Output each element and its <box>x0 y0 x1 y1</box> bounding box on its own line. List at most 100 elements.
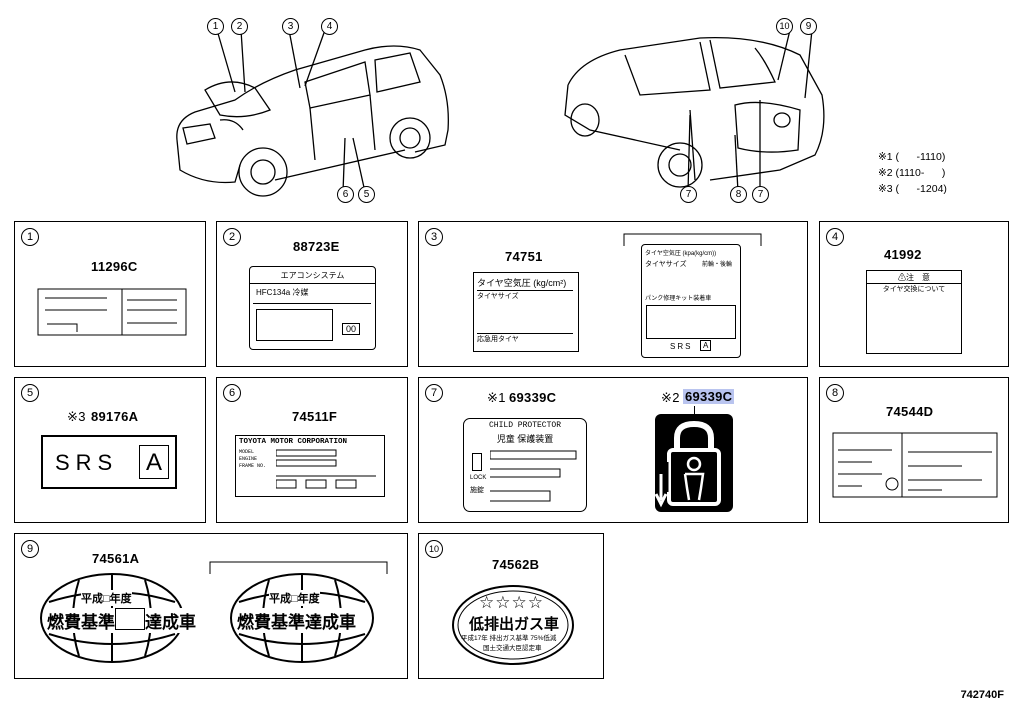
part-number: 11296C <box>91 259 138 274</box>
cp-icon-box <box>472 453 482 471</box>
panel-number: 10 <box>425 540 443 558</box>
callout-9: 9 <box>800 18 817 35</box>
part-number: 89176A <box>91 409 139 424</box>
cp-lines <box>490 450 577 502</box>
note-2: ※2 (1110- ) <box>878 167 946 179</box>
cp-lock-jp: 施錠 <box>470 487 484 494</box>
panel-5: 5 ※3 89176A SRS A <box>14 377 206 523</box>
oval-1-year: 平成□年度 <box>81 590 132 606</box>
front-car-illustration <box>176 29 449 197</box>
label-bracket <box>209 561 388 574</box>
tire-label-title: タイヤ空気圧 (kg/cm²) <box>477 278 567 288</box>
label-box-text: 00 <box>342 323 361 335</box>
panel-2: 2 88723E エアコンシステム HFC134a 冷媒 00 <box>216 221 408 367</box>
tire-label-2-row2: パンク修理キット装着車 <box>645 296 712 302</box>
panel-4: 4 41992 ⚠注 意 タイヤ交換について <box>819 221 1009 367</box>
part-number: 74562B <box>492 557 540 572</box>
panel-number: 8 <box>826 384 844 402</box>
part-number-2: 69339C <box>683 389 735 404</box>
panel-10: 10 74562B ☆☆☆☆ 低排出ガス車 平成17年 排出ガス基準 75%低減… <box>418 533 604 679</box>
emission-sub2: 国土交通大臣認定車 <box>483 645 542 652</box>
tire-label-2-bracket <box>623 233 762 246</box>
label-drawing <box>832 432 998 498</box>
srs-a: A <box>139 445 169 479</box>
tire-label-2-srs: SRS <box>670 342 693 351</box>
part-number: 74561A <box>92 551 140 566</box>
panel-number: 4 <box>826 228 844 246</box>
label-drawing: エアコンシステム HFC134a 冷媒 00 <box>249 266 376 350</box>
part-prefix-2: ※2 <box>661 390 680 405</box>
srs-text: SRS <box>55 450 119 475</box>
panel-1: 1 11296C <box>14 221 206 367</box>
label-box <box>256 309 333 341</box>
row-frame: FRAME NO. <box>239 463 267 469</box>
callout-5: 5 <box>358 186 375 203</box>
label-title: エアコンシステム <box>250 270 375 284</box>
part-prefix-1: ※1 <box>487 390 506 405</box>
diagram-code: 742740F <box>960 689 1004 701</box>
callout-4: 4 <box>321 18 338 35</box>
part-number-1: 69339C <box>509 390 557 405</box>
part-number-2-highlight: 69339C <box>683 389 735 404</box>
rear-car-illustration <box>564 29 825 193</box>
child-protector-label: CHILD PROTECTOR 児童 保護装置 LOCK 施錠 <box>463 418 587 512</box>
label-drawing <box>37 288 187 336</box>
panel-number: 7 <box>425 384 443 402</box>
tire-label-2-row1b: 前輪・後輪 <box>702 262 733 268</box>
panel-6: 6 74511F TOYOTA MOTOR CORPORATION MODEL … <box>216 377 408 523</box>
part-number: 74751 <box>505 249 543 264</box>
panel-8: 8 74544D <box>819 377 1009 523</box>
panel-number: 2 <box>223 228 241 246</box>
tire-label-row2: 応急用タイヤ <box>477 333 573 344</box>
callout-6: 6 <box>337 186 354 203</box>
panel-3: 3 74751 タイヤ空気圧 (kg/cm²) タイヤサイズ 応急用タイヤ タイ… <box>418 221 808 367</box>
panel-number: 3 <box>425 228 443 246</box>
part-number: 74544D <box>886 404 934 419</box>
row-engine: ENGINE <box>239 456 258 462</box>
panel-number: 6 <box>223 384 241 402</box>
panel-number: 9 <box>21 540 39 558</box>
label-title: ⚠注 意 <box>867 272 961 284</box>
label-left: HFC134a 冷媒 <box>256 288 309 297</box>
label-divider <box>253 303 371 304</box>
note-1: ※1 ( -1110) <box>878 151 946 163</box>
label-lines <box>276 449 376 489</box>
oval-1-blank <box>115 608 145 630</box>
leader-line <box>694 406 695 416</box>
cp-title: CHILD PROTECTOR <box>488 421 561 430</box>
emission-title: 低排出ガス車 <box>469 616 560 633</box>
cp-sub: 児童 保護装置 <box>496 434 554 444</box>
emission-oval <box>452 585 574 665</box>
oval-1-main-right: 達成車 <box>145 608 196 633</box>
callout-7b: 7 <box>752 186 769 203</box>
panel-number: 1 <box>21 228 39 246</box>
callout-1: 1 <box>207 18 224 35</box>
row-model: MODEL <box>239 449 255 455</box>
label-drawing: TOYOTA MOTOR CORPORATION MODEL ENGINE FR… <box>235 435 385 497</box>
tire-label-2-title: タイヤ空気圧 (kpa(kg/cm)) <box>645 251 717 257</box>
panel-number: 5 <box>21 384 39 402</box>
note-3: ※3 ( -1204) <box>878 183 947 195</box>
callout-10: 10 <box>776 18 793 35</box>
cp-lock: LOCK <box>470 475 487 481</box>
tire-label-2-box <box>646 305 736 339</box>
part-number: 74511F <box>292 409 338 424</box>
oval-2-year: 平成□年度 <box>269 590 320 606</box>
maker-text: TOYOTA MOTOR CORPORATION <box>239 438 348 446</box>
callout-3: 3 <box>282 18 299 35</box>
oval-1-main-left: 燃費基準 <box>47 608 115 633</box>
tire-label-2-row1: タイヤサイズ <box>645 261 687 268</box>
label-sub: タイヤ交換について <box>882 286 946 293</box>
label-drawing: ⚠注 意 タイヤ交換について <box>866 270 962 354</box>
callout-8: 8 <box>730 186 747 203</box>
part-number: 88723E <box>293 239 340 254</box>
child-lock-icon <box>655 414 733 512</box>
part-number: 41992 <box>884 247 922 262</box>
part-prefix: ※3 <box>67 409 86 424</box>
callout-7a: 7 <box>680 186 697 203</box>
tire-label-2: タイヤ空気圧 (kpa(kg/cm)) タイヤサイズ 前輪・後輪 パンク修理キッ… <box>641 244 741 358</box>
tire-label-row1: タイヤサイズ <box>477 290 573 301</box>
srs-label: SRS A <box>41 435 177 489</box>
tire-label-1: タイヤ空気圧 (kg/cm²) タイヤサイズ 応急用タイヤ <box>473 272 579 352</box>
callout-2: 2 <box>231 18 248 35</box>
